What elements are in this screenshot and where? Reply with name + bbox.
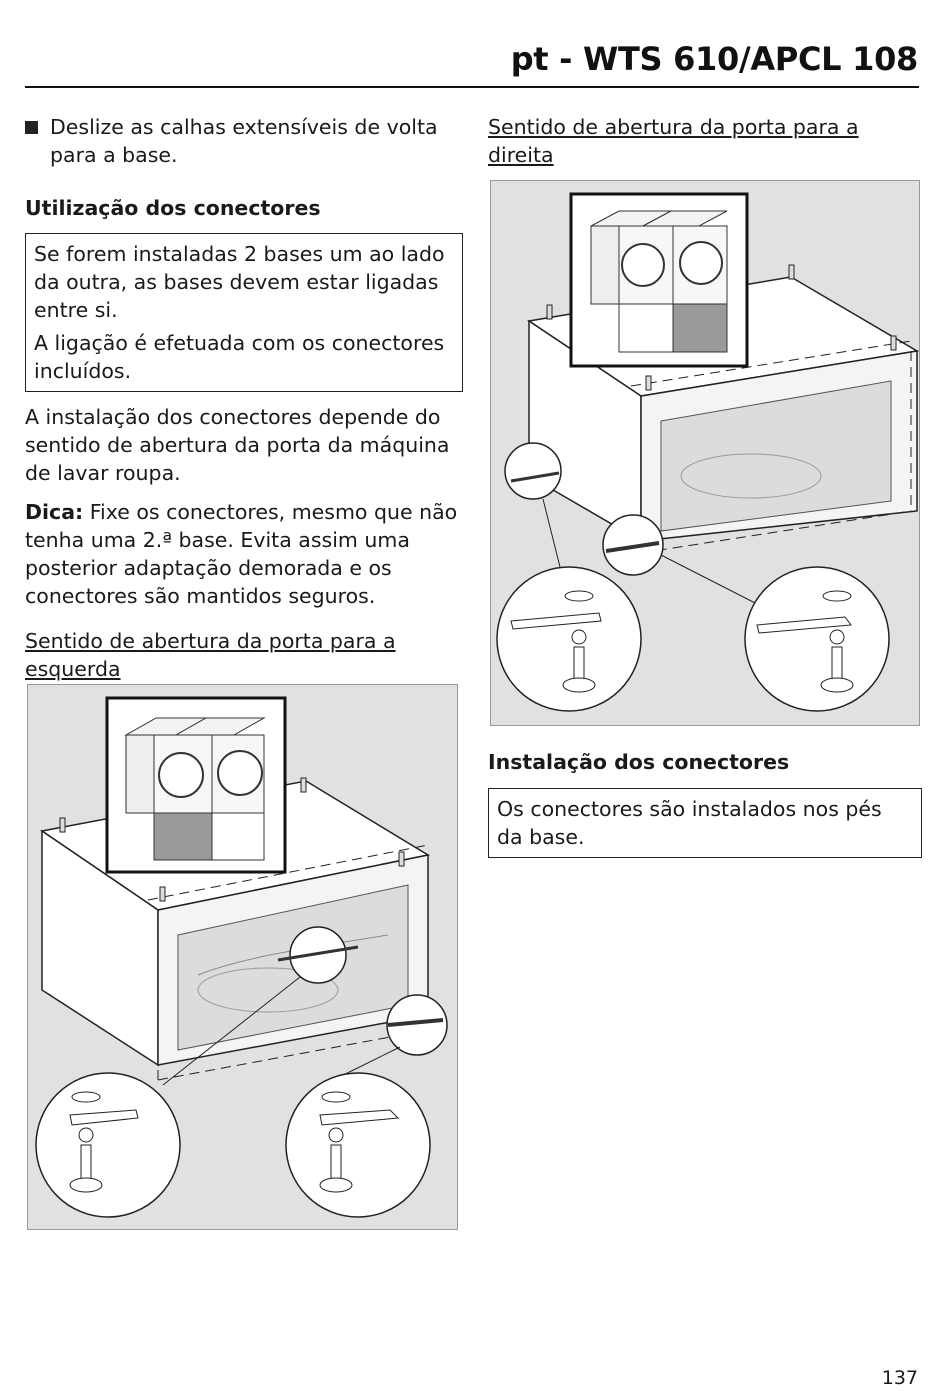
figure-caption-left: Sentido de abertura da porta para a esqu… bbox=[25, 629, 396, 681]
connector-part-right bbox=[319, 1091, 400, 1193]
bullet-text: Deslize as calhas extensíveis de volta p… bbox=[50, 115, 438, 167]
bullet-item: Deslize as calhas extensíveis de volta p… bbox=[25, 113, 463, 169]
illustration-left-door bbox=[27, 684, 458, 1230]
right-column: Sentido de abertura da porta para a dire… bbox=[488, 113, 922, 169]
illustration-right-door bbox=[490, 180, 920, 726]
connector-part-right bbox=[756, 590, 854, 693]
base-assembly-right-illustration bbox=[496, 192, 919, 712]
bullet-square-icon bbox=[25, 121, 38, 134]
section-heading-connectors-install: Instalação dos conectores bbox=[488, 750, 790, 774]
page-number: 137 bbox=[881, 1367, 918, 1389]
tip-paragraph: Dica: Fixe os conectores, mesmo que não … bbox=[25, 498, 463, 610]
tip-label: Dica: bbox=[25, 500, 84, 524]
info-box-install-text: Os conectores são instalados nos pés da … bbox=[497, 797, 882, 849]
tip-text: Fixe os conectores, mesmo que não tenha … bbox=[25, 500, 458, 608]
info-box-install: Os conectores são instalados nos pés da … bbox=[488, 788, 922, 858]
header-divider bbox=[25, 86, 919, 88]
connector-part-left bbox=[510, 590, 602, 693]
section-heading-connectors-use: Utilização dos conectores bbox=[25, 196, 321, 220]
document-title: pt - WTS 610/APCL 108 bbox=[510, 40, 919, 78]
paragraph-dependency: A instalação dos conectores depende do s… bbox=[25, 405, 450, 485]
info-box-text-1: Se forem instaladas 2 bases um ao lado d… bbox=[34, 242, 445, 322]
info-box: Se forem instaladas 2 bases um ao lado d… bbox=[25, 233, 463, 392]
base-assembly-left-illustration bbox=[35, 696, 448, 1218]
left-column: Deslize as calhas extensíveis de volta p… bbox=[25, 113, 463, 683]
info-box-text-2: A ligação é efetuada com os conectores i… bbox=[34, 331, 445, 383]
connector-part-left bbox=[69, 1091, 139, 1193]
figure-caption-right: Sentido de abertura da porta para a dire… bbox=[488, 115, 859, 167]
